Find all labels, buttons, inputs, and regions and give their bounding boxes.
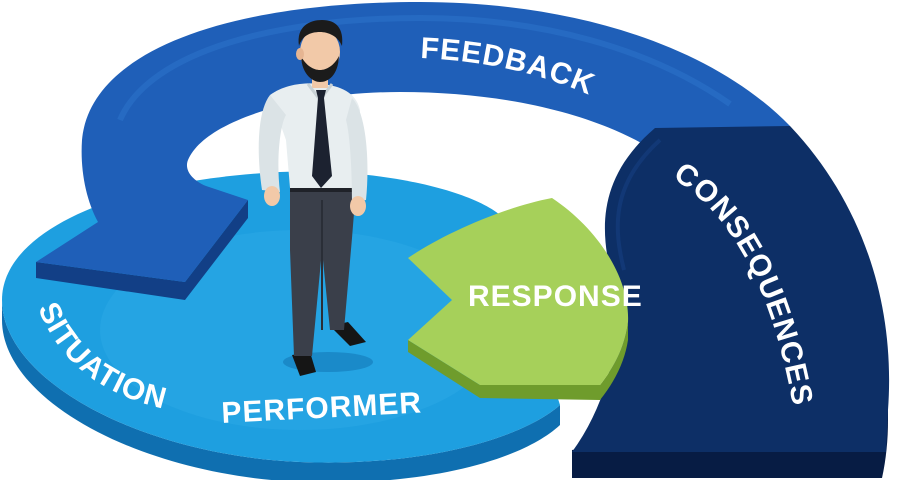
feedback-arrow-top	[36, 2, 790, 282]
arm-left	[258, 95, 286, 192]
trousers	[290, 188, 356, 356]
shoe-left	[292, 352, 316, 376]
response-label: RESPONSE	[468, 280, 643, 313]
response-top	[408, 198, 629, 385]
feedback-arrow-side	[36, 200, 248, 300]
tie	[312, 90, 332, 188]
disc-side	[2, 300, 560, 480]
consequences-top	[572, 126, 890, 452]
performer-figure	[258, 20, 373, 376]
head	[300, 28, 340, 76]
response-side	[408, 322, 628, 400]
shirt	[270, 83, 360, 188]
consequences-segment: CONSEQUENCES	[572, 126, 890, 478]
feedback-arrow: FEEDBACK	[36, 2, 790, 300]
response-wedge: RESPONSE	[408, 198, 643, 400]
arm-right	[346, 98, 368, 202]
hair	[298, 20, 343, 46]
